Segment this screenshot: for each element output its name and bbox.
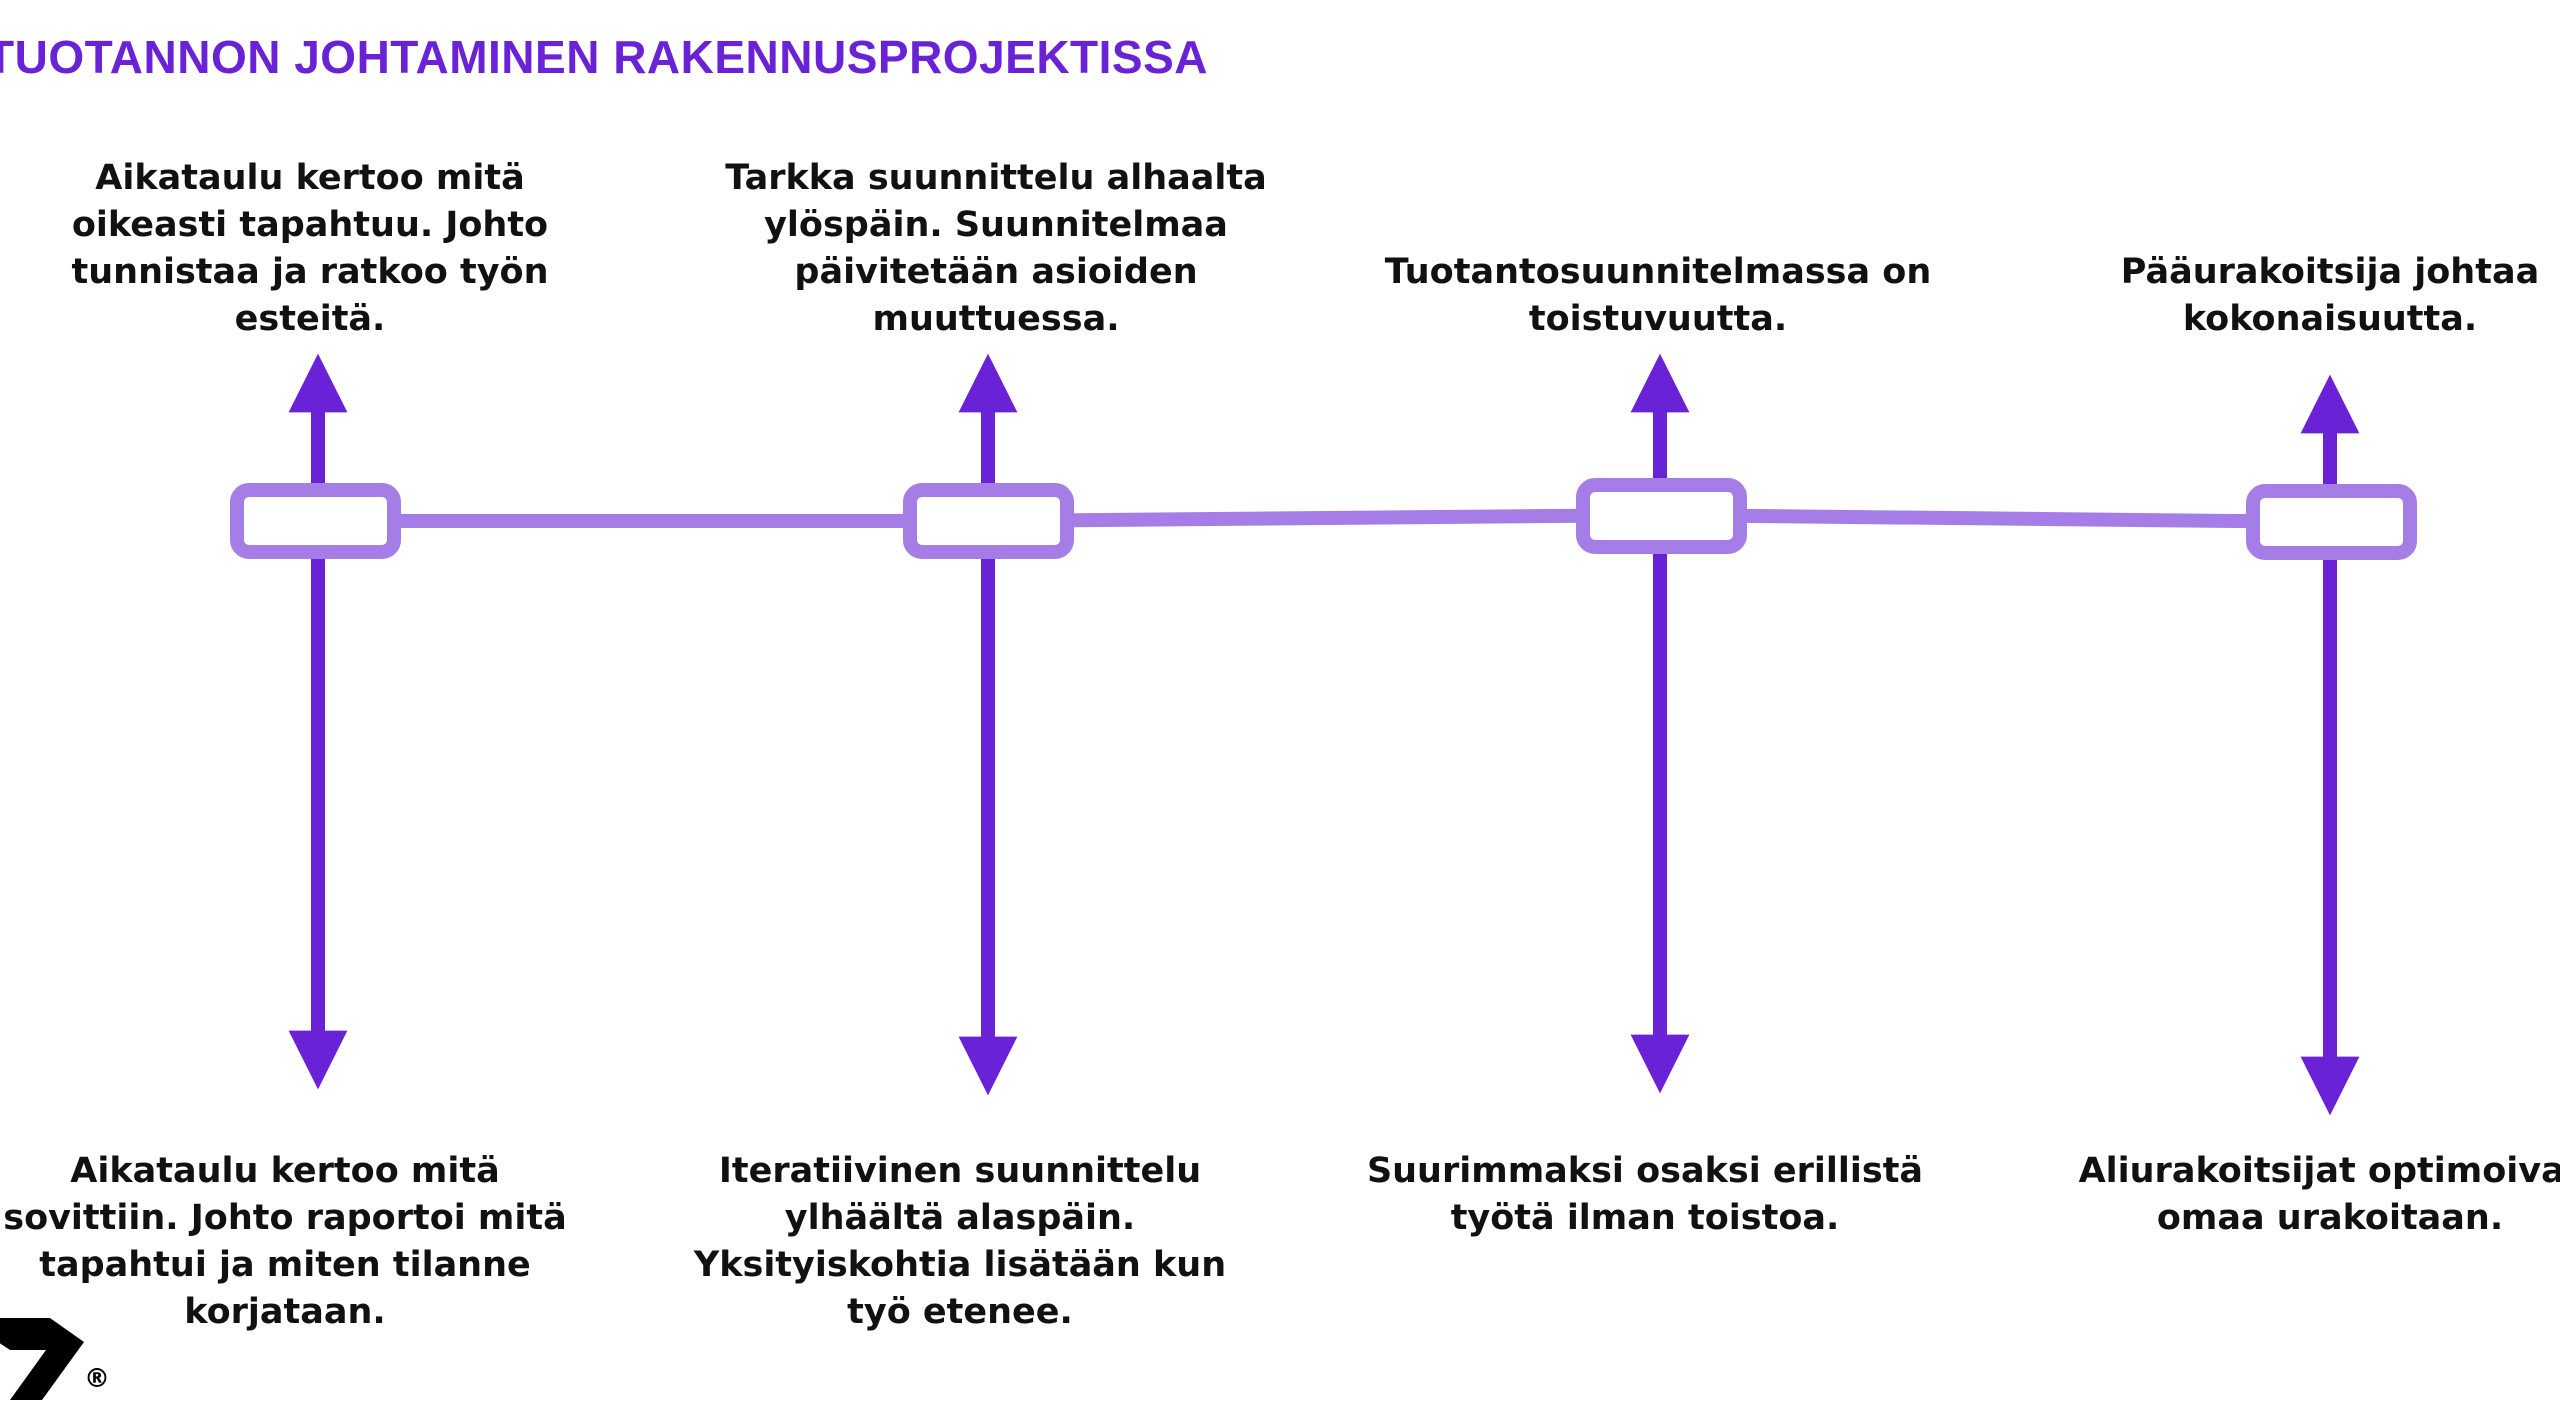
milestone-box-3 bbox=[1576, 478, 1747, 554]
brand-logo-icon bbox=[0, 1318, 84, 1400]
brand-logo: ® bbox=[0, 1310, 120, 1404]
milestone-4-top-text: Pääurakoitsija johtaa kokonaisuutta. bbox=[2120, 252, 2540, 339]
milestone-box-1 bbox=[230, 483, 401, 559]
milestone-3-top-text: Tuotantosuunnitelmassa on toistuvuutta. bbox=[1384, 252, 1932, 339]
milestone-3-bottom-text: Suurimmaksi osaksi erillistä työtä ilman… bbox=[1366, 1151, 1924, 1238]
milestone-box-4 bbox=[2246, 484, 2417, 560]
milestone-2-bottom-text: Iteratiivinen suunnittelu ylhäältä alasp… bbox=[693, 1151, 1227, 1332]
milestone-box-2 bbox=[903, 483, 1074, 559]
registered-mark: ® bbox=[84, 1364, 110, 1394]
page-title: TUOTANNON JOHTAMINEN RAKENNUSPROJEKTISSA bbox=[0, 31, 1209, 83]
milestone-1-top-text: Aikataulu kertoo mitä oikeasti tapahtuu.… bbox=[71, 158, 549, 339]
milestone-4-bottom-text: Aliurakoitsijat optimoivat omaa urakoita… bbox=[2078, 1151, 2560, 1238]
timeline-line bbox=[318, 508, 2331, 529]
milestone-1-bottom-text: Aikataulu kertoo mitä sovittiin. Johto r… bbox=[3, 1151, 567, 1332]
milestone-2-top-text: Tarkka suunnittelu alhaalta ylöspäin. Su… bbox=[725, 158, 1267, 339]
